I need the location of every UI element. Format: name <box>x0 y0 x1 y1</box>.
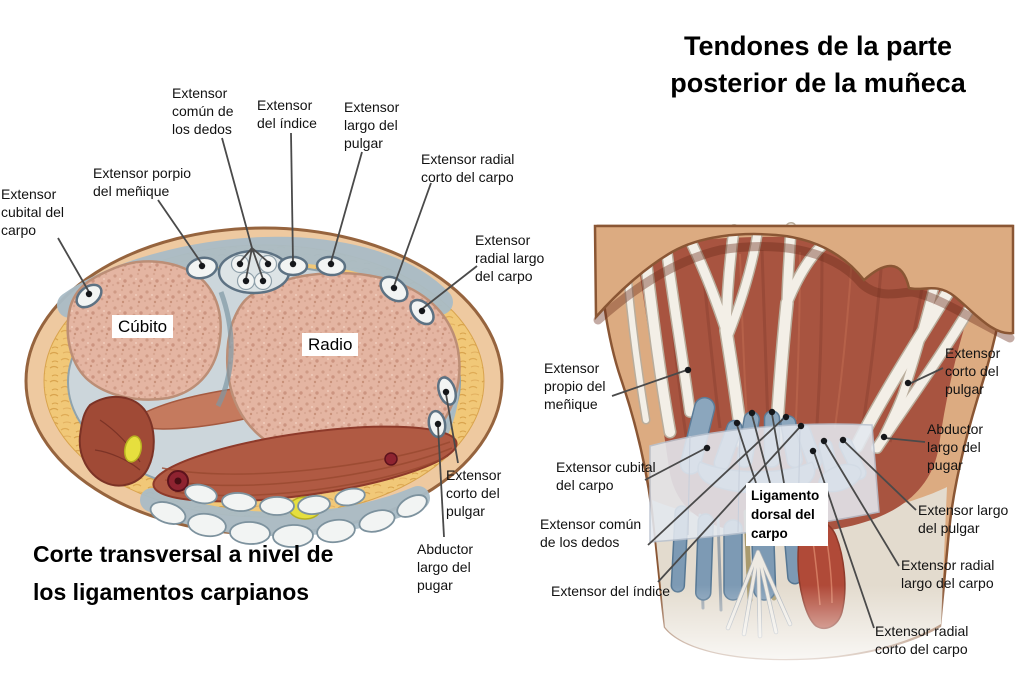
bottom-fade <box>592 585 1016 680</box>
label-extensor-cubital-carpo-left: Extensor cubital del carpo <box>1 186 65 238</box>
dorsal-view-figure <box>592 222 1016 680</box>
label-abductor-largo-pugar-right: Abductor largo del pugar <box>927 421 984 473</box>
label-extensor-radial-corto-left: Extensor radial corto del carpo <box>421 151 515 185</box>
label-extensor-del-indice-left: Extensor del índice <box>257 97 317 131</box>
interosseous-space <box>215 291 234 408</box>
flexor-tendon-ovals <box>149 483 428 548</box>
label-extensor-largo-pulgar-left: Extensor largo del pulgar <box>344 99 400 151</box>
leader-lines <box>57 132 944 629</box>
label-ligamento-dorsal-carpo: Ligamento dorsal del carpo <box>746 483 828 546</box>
label-ulna-bone: Cúbito <box>112 315 174 338</box>
artery-vessel <box>167 452 398 492</box>
leader-dots <box>85 260 912 455</box>
label-extensor-porpio-menique-left: Extensor porpio del meñique <box>93 165 192 199</box>
small-muscle <box>78 395 155 487</box>
label-extensor-radial-corto-right: Extensor radial corto del carpo <box>875 623 969 657</box>
label-extensor-corto-pulgar-right: Extensor corto del pulgar <box>945 345 1001 397</box>
label-radius-bone: Radio <box>302 333 359 356</box>
cross-section-caption: Corte transversal a nivel de los ligamen… <box>33 541 334 605</box>
flap-shadow <box>593 242 1015 343</box>
label-extensor-largo-pulgar-right: Extensor largo del pulgar <box>918 502 1009 536</box>
label-extensor-comun-dedos-right: Extensor común de los dedos <box>540 516 642 550</box>
label-extensor-cubital-carpo-right: Extensor cubital del carpo <box>556 459 656 493</box>
nerve-yellow-small <box>123 435 143 463</box>
white-tendons <box>623 222 976 454</box>
label-extensor-comun-dedos-left: Extensor común de los dedos <box>172 85 234 137</box>
label-abductor-largo-pugar-left: Abductor largo del pugar <box>417 541 474 593</box>
label-extensor-radial-largo-right: Extensor radial largo del carpo <box>901 557 995 591</box>
label-extensor-corto-pulgar-left: Extensor corto del pulgar <box>446 467 502 519</box>
skin-flap <box>593 224 1015 335</box>
page-title: Tendones de la parte posterior de la muñ… <box>670 31 966 98</box>
label-extensor-del-indice-right: Extensor del índice <box>551 583 671 599</box>
cross-section-figure <box>24 226 504 548</box>
label-extensor-radial-largo-left: Extensor radial largo del carpo <box>475 232 545 284</box>
label-extensor-propio-menique-right: Extensor propio del meñique <box>544 360 606 412</box>
